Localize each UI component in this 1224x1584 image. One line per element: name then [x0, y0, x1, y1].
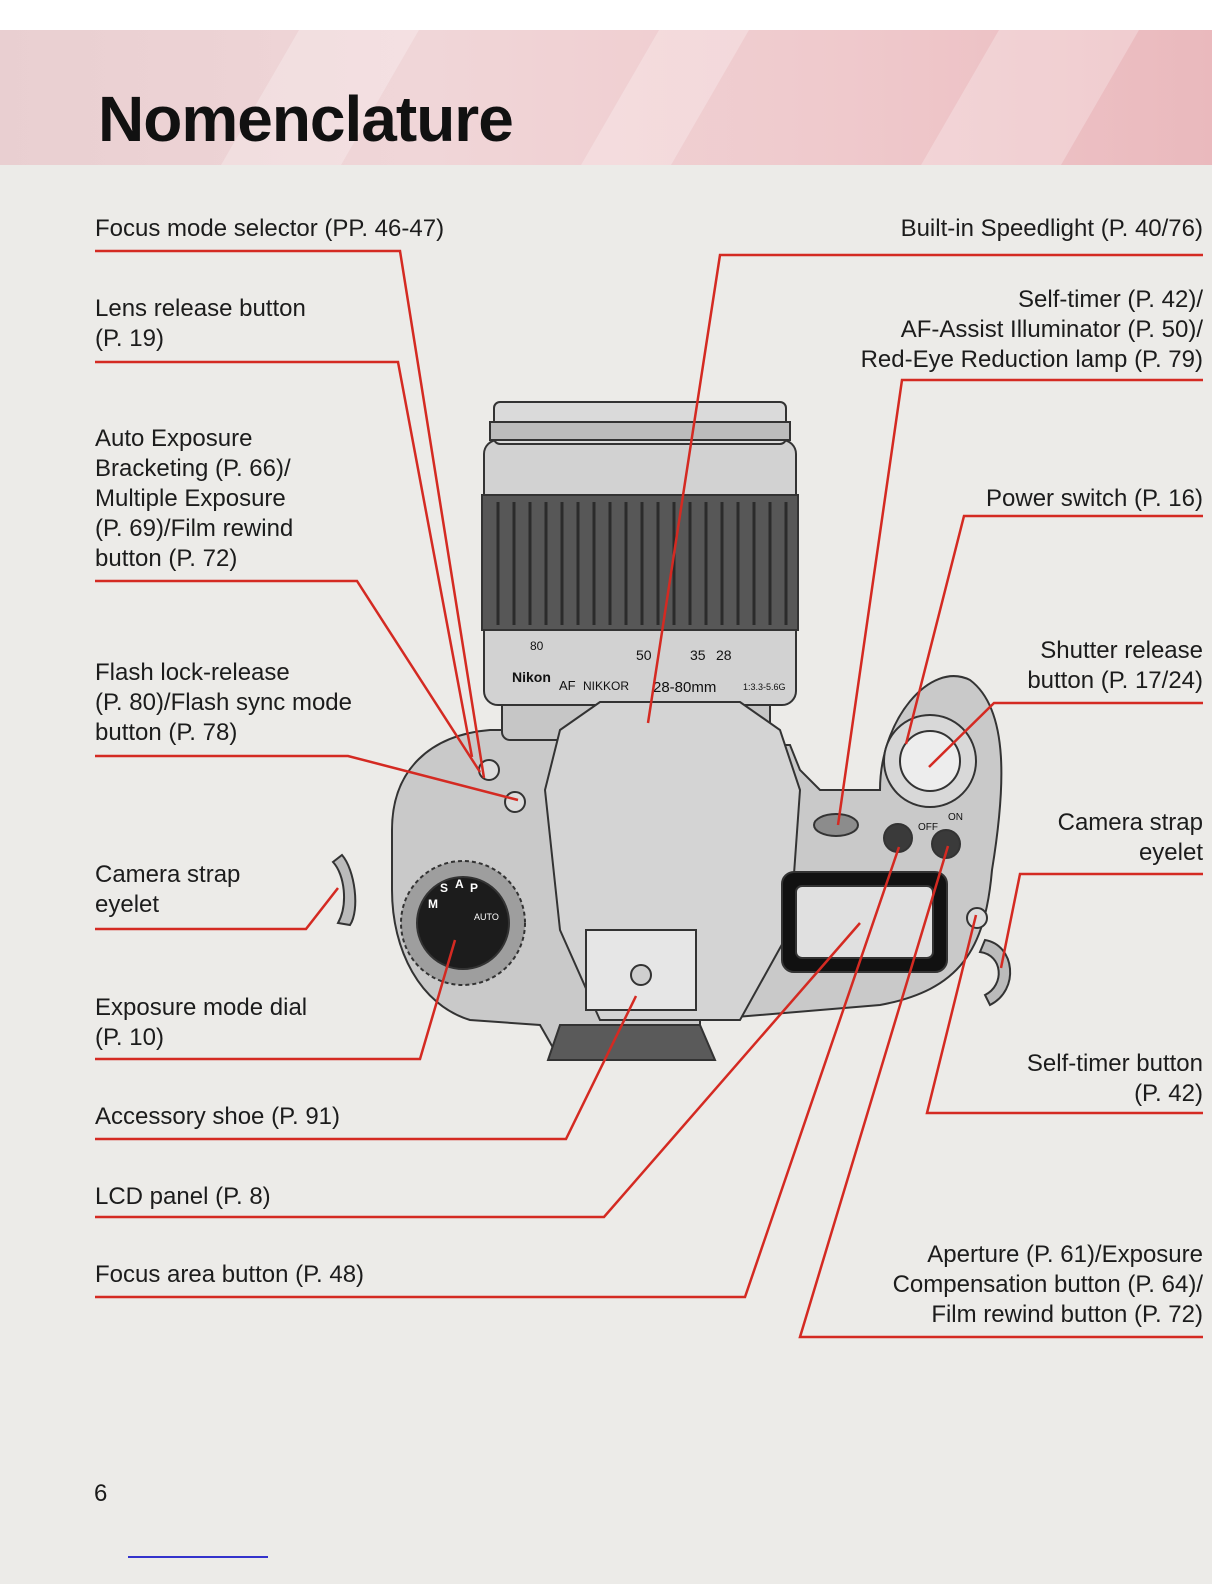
- zoom-scale-28: 28: [716, 647, 732, 663]
- mode-dial-inner: [416, 876, 510, 970]
- hot-shoe-contact: [630, 964, 652, 986]
- label-focus-area-button: Focus area button (P. 48): [95, 1261, 365, 1288]
- label-aperture-button: Aperture (P. 61)/Exposure Compensation b…: [892, 1241, 1203, 1328]
- dial-mark-s: S: [440, 881, 448, 895]
- leader-aperture-button: [798, 845, 1203, 1339]
- label-accessory-shoe: Accessory shoe (P. 91): [95, 1103, 341, 1130]
- dial-mark-a: A: [455, 877, 464, 891]
- eyepiece: [546, 1024, 717, 1061]
- label-built-in-speedlight: Built-in Speedlight (P. 40/76): [900, 215, 1203, 242]
- aperture-button-shape: [931, 829, 961, 859]
- leader-accessory-shoe: [95, 995, 638, 1141]
- label-lens-release-button: Lens release button (P. 19): [95, 295, 306, 352]
- left-strap-eyelet: [331, 853, 357, 927]
- label-camera-strap-eyelet-right: Camera strap eyelet: [1057, 809, 1203, 866]
- leader-auto-exposure-bracketing: [95, 579, 482, 773]
- zoom-scale-80: 80: [530, 639, 544, 653]
- camera-diagram: Nikon AF NIKKOR 28-80mm 1:3.3-5.6G 80 50…: [95, 249, 1203, 1339]
- leader-camera-strap-eyelet-right: [999, 872, 1203, 969]
- zoom-ring-grip: [481, 494, 799, 631]
- label-power-switch: Power switch (P. 16): [986, 485, 1203, 512]
- af-assist-lamp: [813, 813, 859, 837]
- leader-exposure-mode-dial: [95, 939, 457, 1061]
- camera-illustration: [331, 401, 1012, 1061]
- manual-page: Nomenclature: [0, 30, 1212, 1584]
- lens-brand-text: Nikon: [512, 669, 551, 685]
- lens-nikkor-text: NIKKOR: [583, 679, 629, 693]
- leader-built-in-speedlight: [646, 253, 1203, 724]
- dial-mark-p: P: [470, 881, 478, 895]
- leader-lines: [95, 249, 1203, 1339]
- label-exposure-mode-dial: Exposure mode dial (P. 10): [95, 994, 308, 1051]
- leader-power-switch: [904, 514, 1203, 745]
- power-on-text: ON: [948, 812, 963, 823]
- label-focus-mode-selector: Focus mode selector (PP. 46-47): [95, 215, 445, 242]
- page-title: Nomenclature: [98, 83, 514, 155]
- label-shutter-release-button: Shutter release button (P. 17/24): [1027, 637, 1203, 694]
- lens-af-text: AF: [559, 678, 576, 693]
- leader-self-timer-lamp: [836, 378, 1203, 826]
- power-off-text: OFF: [918, 822, 938, 833]
- leader-self-timer-button: [925, 914, 1203, 1115]
- label-camera-strap-eyelet-left: Camera strap eyelet: [95, 861, 241, 918]
- dial-mark-auto: AUTO: [474, 912, 499, 922]
- leader-flash-lock-release: [95, 754, 519, 802]
- label-self-timer-lamp: Self-timer (P. 42)/ AF-Assist Illuminato…: [860, 286, 1203, 373]
- leader-lens-release-button: [95, 360, 474, 758]
- dial-mark-m: M: [428, 897, 438, 911]
- title-banner: [0, 30, 1212, 165]
- lens-aperture-text: 1:3.3-5.6G: [743, 682, 786, 692]
- label-auto-exposure-bracketing: Auto Exposure Bracketing (P. 66)/ Multip…: [95, 425, 294, 572]
- lens-filter-thread: [489, 421, 791, 441]
- label-flash-lock-release: Flash lock-release (P. 80)/Flash sync mo…: [95, 659, 353, 746]
- bottom-rule: [128, 1556, 268, 1558]
- leader-focus-area-button: [95, 846, 901, 1299]
- page-number: 6: [94, 1480, 108, 1507]
- lcd-screen: [795, 885, 934, 959]
- zoom-scale-50: 50: [636, 647, 652, 663]
- label-lcd-panel: LCD panel (P. 8): [95, 1183, 271, 1210]
- zoom-scale-35: 35: [690, 647, 706, 663]
- leader-focus-mode-selector: [95, 249, 486, 779]
- leader-camera-strap-eyelet-left: [95, 887, 339, 931]
- flash-lock-button-shape: [504, 791, 526, 813]
- lens-focal-text: 28-80mm: [653, 679, 716, 696]
- self-timer-button-shape: [966, 907, 988, 929]
- label-self-timer-button: Self-timer button (P. 42): [1026, 1050, 1203, 1107]
- leader-shutter-release-button: [928, 701, 1203, 768]
- leader-lcd-panel: [95, 922, 861, 1219]
- shutter-button-shape: [899, 730, 961, 792]
